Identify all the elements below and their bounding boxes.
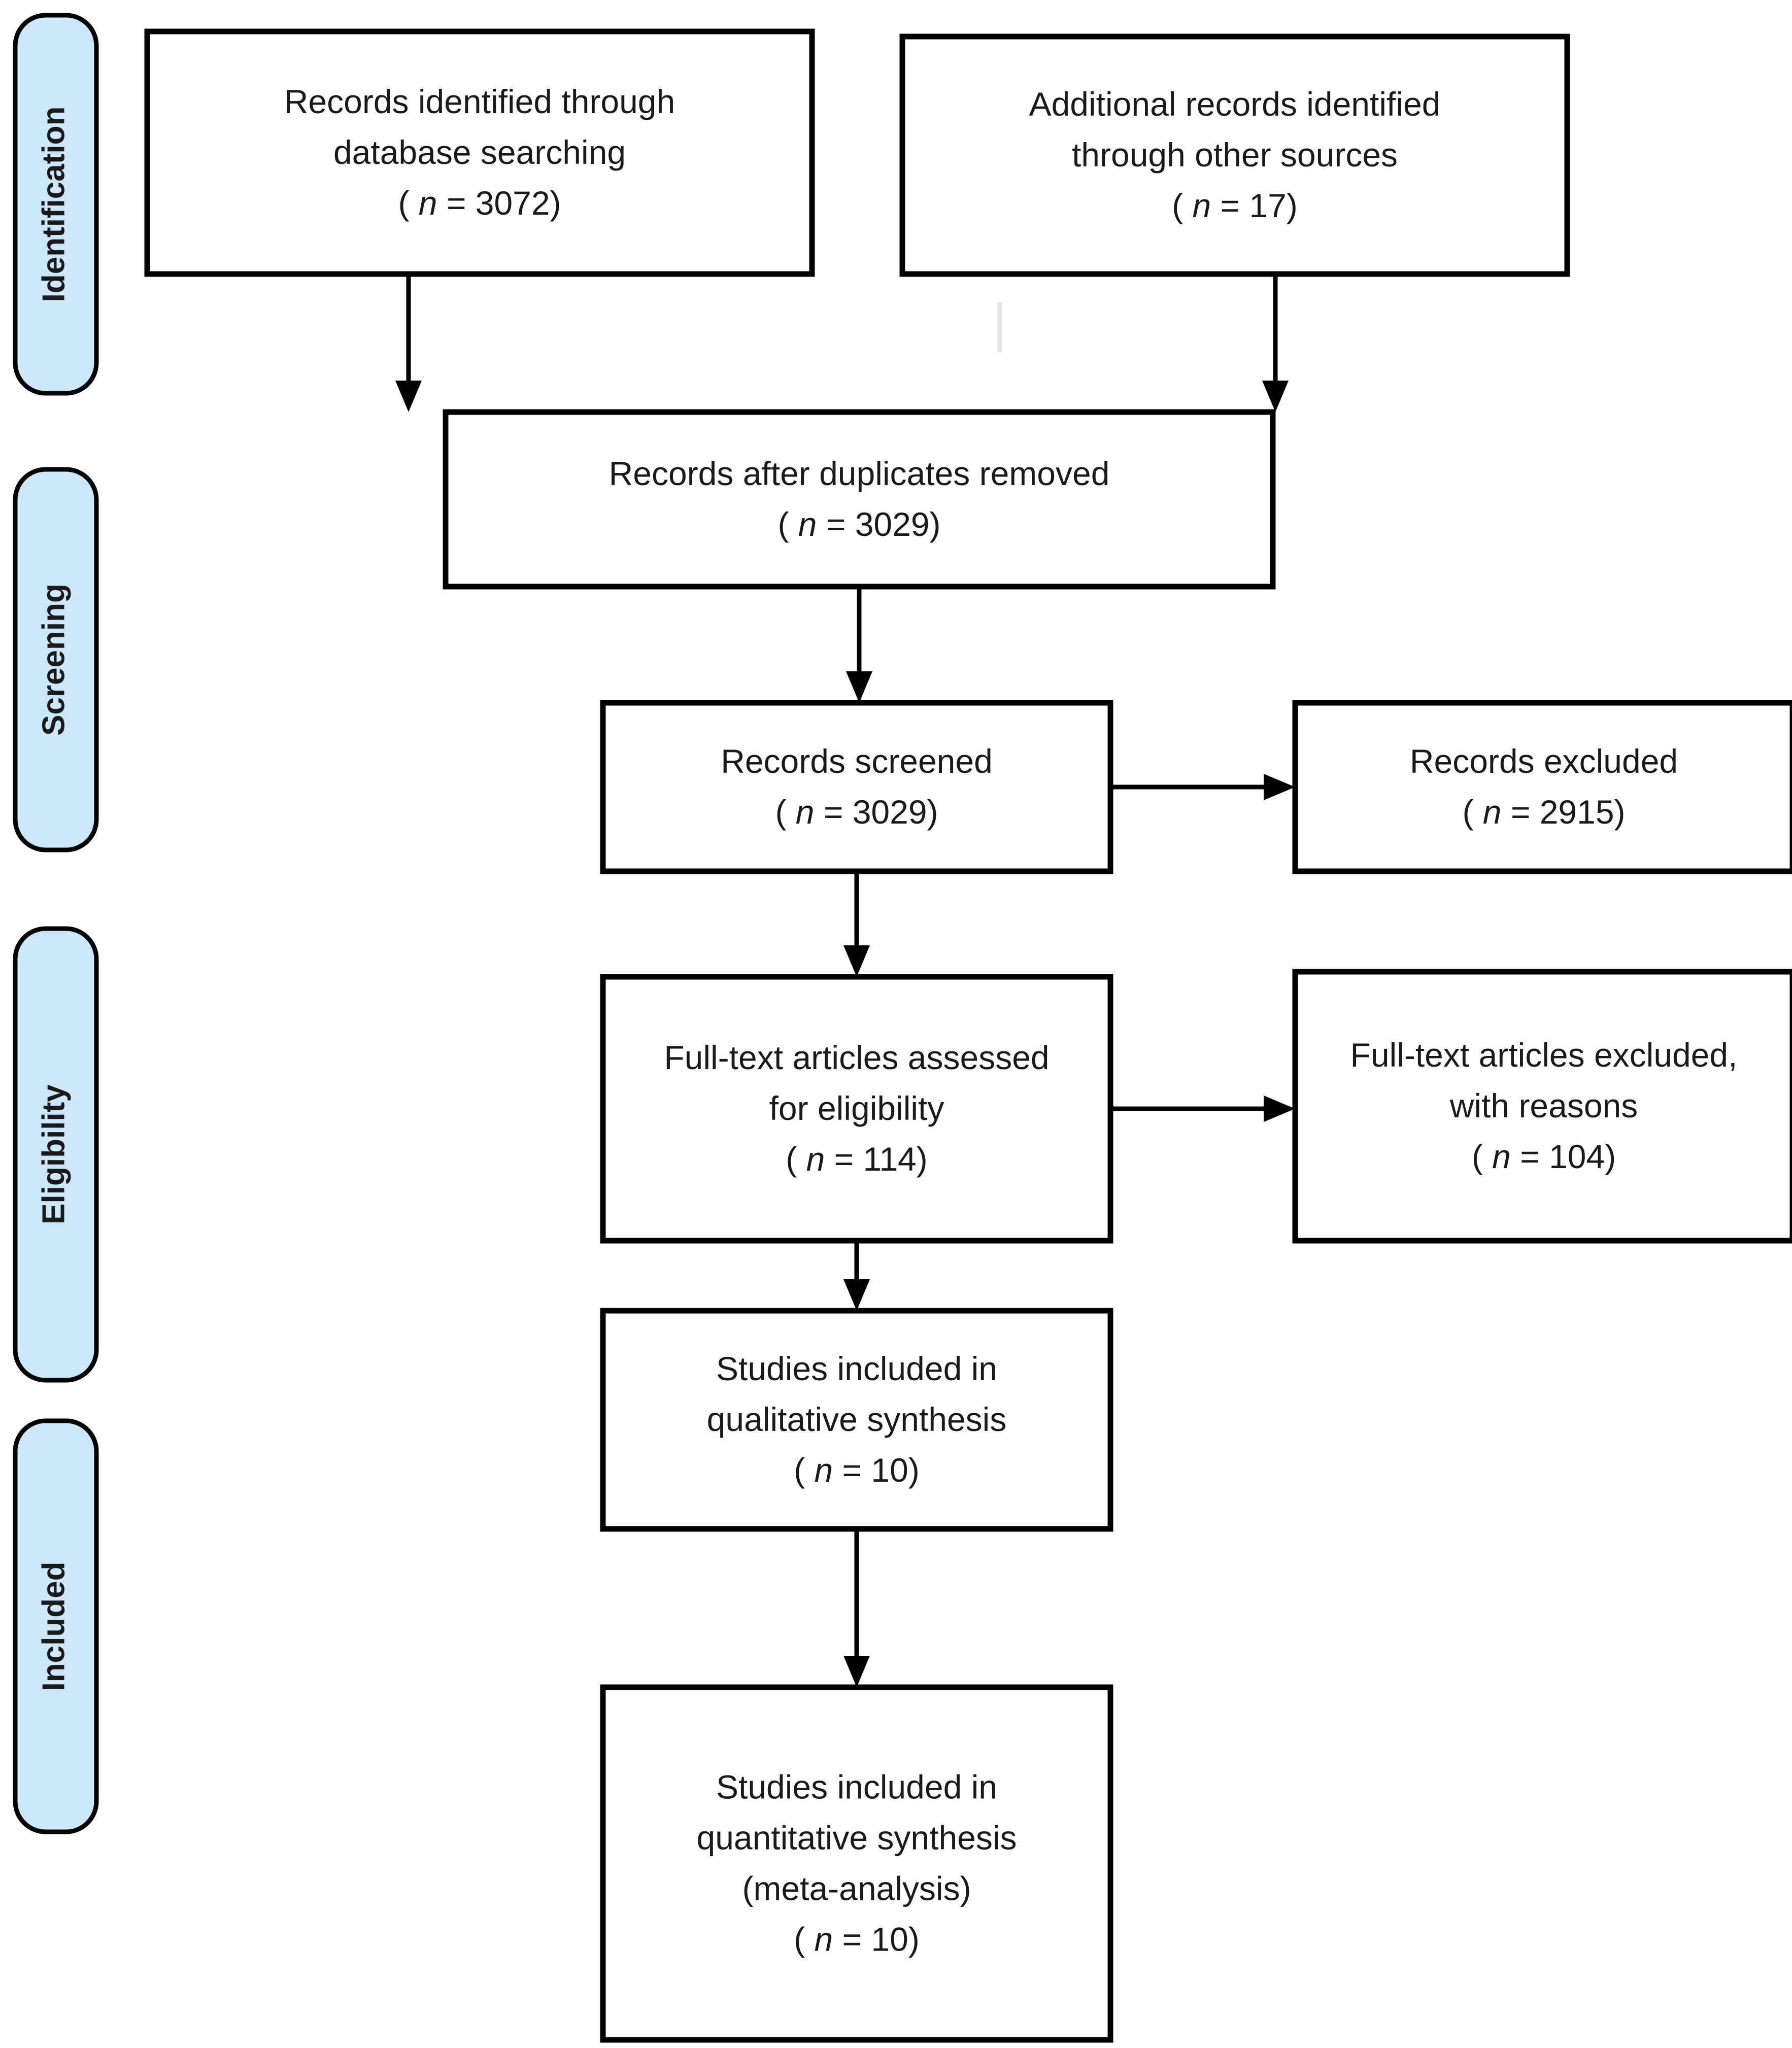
flow-box-line: ( n = 104) (1472, 1138, 1616, 1175)
flow-box-line: quantitative synthesis (696, 1819, 1017, 1857)
stage-tab-label: Included (36, 1562, 71, 1691)
flow-box-line: ( n = 3029) (775, 793, 938, 831)
connector-screened-to-excluded (1110, 774, 1295, 800)
flow-box-shape (144, 28, 815, 277)
flow-box-shape (600, 1308, 1113, 1532)
connector-qual-to-quant (843, 1529, 870, 1687)
connector-arrowhead (395, 381, 422, 412)
flow-box-line: ( n = 2915) (1462, 793, 1625, 831)
connector-arrowhead (846, 671, 872, 703)
connector-dedup-to-screened (846, 587, 872, 703)
flow-box-shape (600, 974, 1113, 1244)
connector-arrowhead (843, 1656, 870, 1687)
flow-box-shape (443, 409, 1276, 590)
flow-box-line: ( n = 10) (794, 1451, 920, 1489)
flow-box-records-after-duplicates: Records after duplicates removed ( n = 30… (443, 409, 1276, 590)
flow-box-line: Full-text articles excluded, (1350, 1036, 1738, 1074)
connector-arrowhead (843, 945, 870, 977)
stage-tab-label: Identification (36, 107, 71, 302)
flow-box-group: Records identified through database searc… (144, 28, 1792, 2043)
connector-other-to-dedup (1262, 274, 1289, 412)
flow-box-records-excluded: Records excluded ( n = 2915) (1292, 700, 1792, 874)
flow-box-line: ( n = 10) (794, 1921, 920, 1958)
flow-box-line: Records identified through (284, 83, 675, 120)
flow-box-line: Records screened (721, 742, 993, 780)
flow-box-line: qualitative synthesis (707, 1401, 1007, 1438)
stage-tab-group: IdentificationScreeningEligibilityInclud… (13, 13, 99, 1834)
flow-box-line: ( n = 3029) (777, 505, 940, 543)
flow-box-studies-quantitative: Studies included in quantitative synthesi… (600, 1684, 1113, 2043)
flow-box-line: ( n = 3072) (398, 184, 561, 222)
connector-screened-to-fulltext (843, 871, 870, 977)
flow-box-shape (1292, 969, 1792, 1244)
stage-tab-eligibility: Eligibility (13, 926, 99, 1383)
stage-tab-shape (13, 467, 99, 852)
flow-box-line: (meta-analysis) (742, 1870, 971, 1907)
connector-fulltext-to-qualitative (843, 1241, 870, 1311)
flow-box-line: Records excluded (1410, 742, 1678, 780)
stage-tab-label: Eligibility (36, 1084, 71, 1224)
connector-arrowhead (1262, 381, 1289, 412)
flow-box-shape (600, 1684, 1113, 2043)
flow-box-line: Full-text articles assessed (664, 1039, 1049, 1076)
flow-box-line: Records after duplicates removed (609, 455, 1110, 492)
flow-box-fulltext-assessed: Full-text articles assessed for eligibili… (600, 974, 1113, 1244)
connector-fulltext-to-excluded (1110, 1096, 1295, 1122)
flow-box-records-identified-database: Records identified through database searc… (144, 28, 815, 277)
connector-db-to-dedup (395, 274, 422, 412)
flow-box-line: Studies included in (716, 1350, 997, 1387)
flow-box-records-identified-other: Additional records identified through oth… (899, 33, 1570, 277)
stage-tab-label: Screening (36, 584, 71, 736)
stage-tab-included: Included (13, 1418, 99, 1834)
stage-tab-shape (13, 926, 99, 1383)
connector-arrowhead (1264, 1096, 1295, 1122)
connector-arrowhead (843, 1279, 870, 1311)
flow-box-line: for eligibility (769, 1089, 944, 1127)
flow-box-shape (600, 700, 1113, 874)
flow-box-line: ( n = 114) (786, 1140, 927, 1178)
flow-box-shape (899, 33, 1570, 277)
connector-group (395, 274, 1295, 1687)
connector-arrowhead (1264, 774, 1295, 800)
flow-box-line: through other sources (1072, 136, 1398, 174)
flow-box-line: Studies included in (716, 1768, 997, 1806)
stage-tab-identification: Identification (13, 13, 99, 396)
flow-box-records-screened: Records screened ( n = 3029) (600, 700, 1113, 874)
stage-tab-shape (13, 13, 99, 396)
flow-box-line: database searching (333, 133, 626, 171)
stage-tab-shape (13, 1418, 99, 1834)
flow-box-studies-qualitative: Studies included in qualitative synthesis… (600, 1308, 1113, 1532)
flow-box-line: with reasons (1449, 1087, 1638, 1124)
stage-tab-screening: Screening (13, 467, 99, 852)
flow-box-line: ( n = 17) (1172, 187, 1298, 224)
flow-box-line: Additional records identified (1029, 85, 1441, 123)
flow-box-fulltext-excluded: Full-text articles excluded, with reasons… (1292, 969, 1792, 1244)
flow-box-shape (1292, 700, 1792, 874)
